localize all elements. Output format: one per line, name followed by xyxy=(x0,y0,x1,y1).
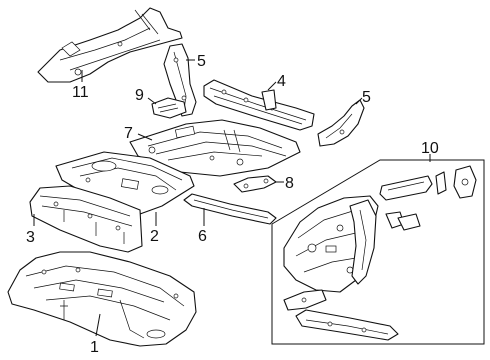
callout-9: 9 xyxy=(135,87,144,104)
callout-1: 1 xyxy=(90,339,99,356)
part-3-rear-panel xyxy=(29,185,143,253)
part-10-sill-rail xyxy=(295,309,399,341)
part-5-upper-bracket xyxy=(163,43,197,117)
leader-4 xyxy=(267,81,277,91)
part-10-bracket-small xyxy=(385,211,421,231)
part-6-rail xyxy=(183,193,277,225)
callout-4: 4 xyxy=(277,73,286,90)
leader-9 xyxy=(147,97,157,105)
part-9-bracket xyxy=(151,97,187,119)
callout-2: 2 xyxy=(150,228,159,245)
part-10-pillar-reinforcement xyxy=(349,199,377,285)
part-4-crossmember xyxy=(203,79,315,131)
callout-7: 7 xyxy=(124,125,133,142)
callout-6: 6 xyxy=(198,228,207,245)
part-8-brace xyxy=(233,175,277,193)
part-10-small-clip xyxy=(435,171,447,195)
part-5-right-bracket xyxy=(317,99,365,147)
callout-11: 11 xyxy=(72,84,89,101)
leader-5-right xyxy=(355,97,363,105)
part-10-lower-bracket xyxy=(283,289,327,311)
part-1-floor-assembly xyxy=(7,251,197,347)
callout-5-right: 5 xyxy=(362,89,371,106)
leader-7 xyxy=(137,133,153,141)
leader-1 xyxy=(95,313,101,337)
part-11-quarter-inner-panel xyxy=(37,7,183,83)
callout-3: 3 xyxy=(26,229,35,246)
callout-10: 10 xyxy=(421,140,439,157)
callout-5-upper: 5 xyxy=(197,53,206,70)
part-2-rear-floor-pan xyxy=(55,151,195,215)
part-10-top-rail xyxy=(379,175,433,201)
part-10-group-box xyxy=(271,159,485,345)
part-10-gusset xyxy=(453,165,477,199)
callout-8: 8 xyxy=(285,175,294,192)
